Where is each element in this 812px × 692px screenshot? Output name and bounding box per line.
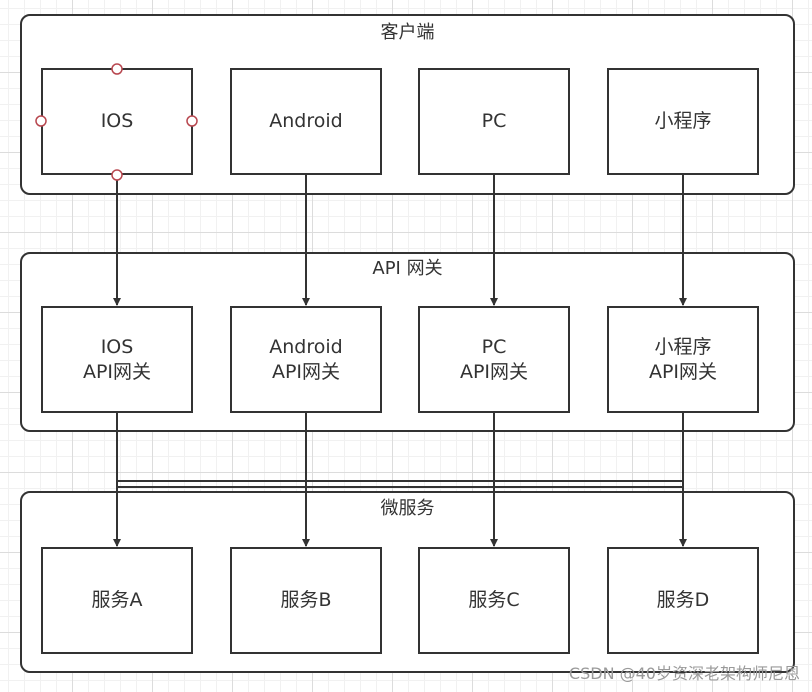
service-box-b[interactable]: 服务B — [230, 547, 382, 654]
services-group-label: 微服务 — [380, 498, 435, 519]
service-box-a-label: 服务A — [91, 589, 143, 611]
client-box-android-label: Android — [269, 110, 343, 132]
service-box-c-label: 服务C — [468, 589, 520, 611]
gateway-box-pc-line2: API网关 — [459, 360, 529, 383]
gateway-box-android-line1: Android — [269, 335, 343, 358]
client-group-label: 客户端 — [380, 22, 435, 43]
gateway-box-miniprogram-line1: 小程序 — [654, 335, 712, 358]
gateway-box-ios-line2: API网关 — [82, 360, 152, 383]
client-box-pc-label: PC — [481, 110, 507, 132]
watermark: CSDN @40岁资深老架构师尼恩 — [568, 664, 800, 683]
gateway-group-label: API 网关 — [372, 258, 443, 279]
service-box-d-label: 服务D — [656, 589, 710, 611]
gateway-box-ios-line1: IOS — [100, 335, 134, 358]
gateway-box-pc[interactable]: PC API网关 — [418, 306, 570, 413]
gateway-box-android-line2: API网关 — [271, 360, 341, 383]
client-box-miniprogram[interactable]: 小程序 — [607, 68, 759, 175]
service-box-c[interactable]: 服务C — [418, 547, 570, 654]
gateway-box-miniprogram[interactable]: 小程序 API网关 — [607, 306, 759, 413]
client-box-android[interactable]: Android — [230, 68, 382, 175]
service-box-d[interactable]: 服务D — [607, 547, 759, 654]
client-box-pc[interactable]: PC — [418, 68, 570, 175]
client-box-ios-label: IOS — [100, 110, 134, 132]
gateway-box-pc-line1: PC — [481, 335, 507, 358]
service-box-b-label: 服务B — [280, 589, 332, 611]
service-box-a[interactable]: 服务A — [41, 547, 193, 654]
gateway-box-miniprogram-line2: API网关 — [648, 360, 718, 383]
client-box-miniprogram-label: 小程序 — [654, 110, 712, 132]
client-box-ios[interactable]: IOS — [41, 68, 193, 175]
gateway-box-ios[interactable]: IOS API网关 — [41, 306, 193, 413]
gateway-box-android[interactable]: Android API网关 — [230, 306, 382, 413]
